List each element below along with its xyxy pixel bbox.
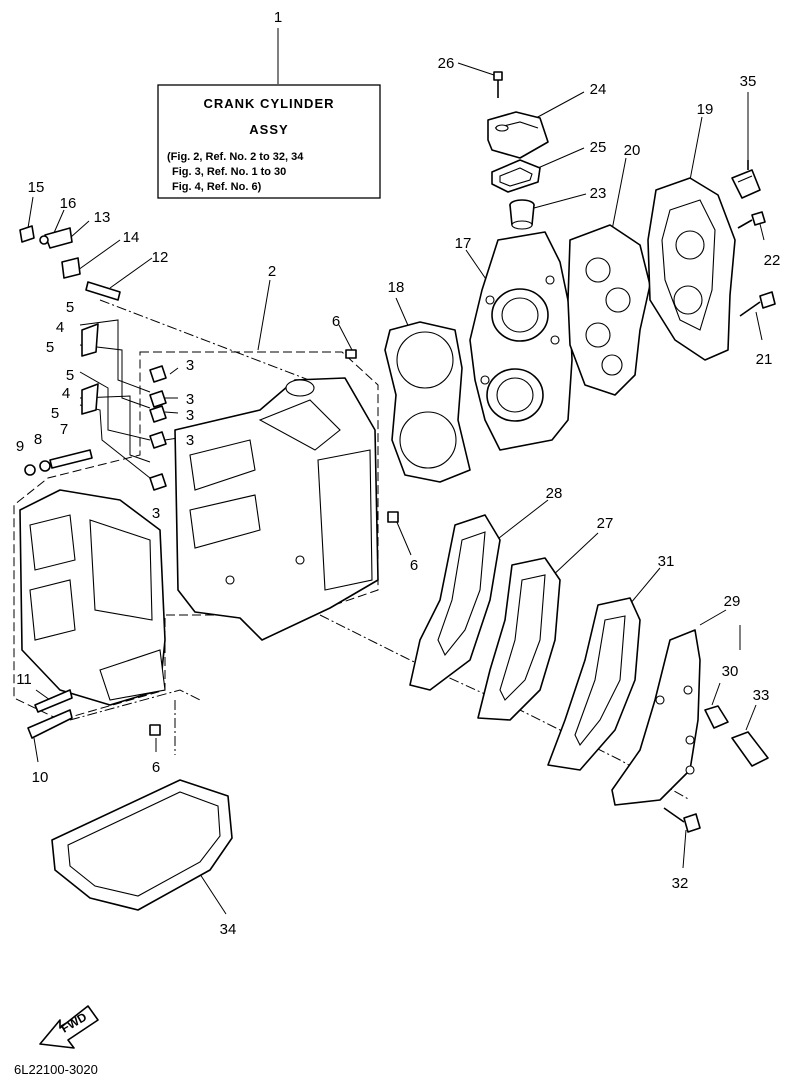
callout-label: 4 [56, 319, 64, 336]
small-fasteners [19, 225, 399, 739]
callout-label: 20 [624, 142, 641, 159]
title-line-1: CRANK CYLINDER [204, 96, 335, 111]
callout-label: 5 [46, 339, 54, 356]
callout-label: 19 [697, 101, 714, 118]
callout-label: 18 [388, 279, 405, 296]
cover-gasket [491, 159, 541, 193]
callout-label: 29 [724, 593, 741, 610]
bolt-32 [663, 807, 701, 833]
callout-label: 33 [753, 687, 770, 704]
callout-label: 17 [455, 235, 472, 252]
callout-label: 1 [274, 9, 282, 26]
callout-label: 27 [597, 515, 614, 532]
ref-line-2: Fig. 3, Ref. No. 1 to 30 [172, 166, 286, 178]
callout-label: 6 [152, 759, 160, 776]
callout-labels: 1 26 24 35 19 25 20 23 15 16 13 14 12 17… [16, 9, 781, 938]
callout-label: 15 [28, 179, 45, 196]
callout-label: 25 [590, 139, 607, 156]
callout-label: 3 [186, 357, 194, 374]
callout-label: 9 [16, 438, 24, 455]
head-gasket [384, 321, 471, 483]
callout-label: 8 [34, 431, 42, 448]
cylinder-head [469, 231, 573, 451]
temperature-sensor [731, 160, 761, 199]
assembly-title-box: CRANK CYLINDER ASSY (Fig. 2, Ref. No. 2 … [157, 84, 381, 199]
callout-label: 26 [438, 55, 455, 72]
callout-label: 14 [123, 229, 140, 246]
callout-label: 34 [220, 921, 237, 938]
callout-label: 4 [62, 385, 70, 402]
callout-label: 3 [186, 391, 194, 408]
callout-label: 32 [672, 875, 689, 892]
ref-line-1: (Fig. 2, Ref. No. 2 to 32, 34 [167, 151, 304, 163]
callout-label: 28 [546, 485, 563, 502]
callout-label: 7 [60, 421, 68, 438]
cover-plate-gasket [567, 224, 651, 396]
crankcase-half [19, 489, 166, 706]
callout-label: 6 [332, 313, 340, 330]
thermostat [509, 199, 535, 230]
callout-label: 31 [658, 553, 675, 570]
callout-label: 5 [51, 405, 59, 422]
callout-label: 3 [152, 505, 160, 522]
callout-label: 3 [186, 432, 194, 449]
callout-label: 21 [756, 351, 773, 368]
callout-label: 6 [410, 557, 418, 574]
callout-label: 11 [16, 671, 32, 688]
callout-label: 5 [66, 367, 74, 384]
callout-label: 13 [94, 209, 111, 226]
forward-direction-arrow: FWD [39, 1005, 99, 1049]
callout-label: 2 [268, 263, 276, 280]
bolt-21 [739, 291, 776, 317]
base-gasket [51, 779, 233, 911]
callout-label: 24 [590, 81, 607, 98]
thermostat-cover [487, 71, 549, 159]
head-cover-plate [647, 177, 736, 361]
exhaust-inner-cover [477, 557, 561, 721]
callout-label: 3 [186, 407, 194, 424]
grommet-30 [704, 705, 729, 729]
callout-label: 5 [66, 299, 74, 316]
exhaust-inner-gasket [409, 514, 501, 691]
exhaust-outer-cover [611, 629, 701, 806]
exhaust-outer-gasket [547, 597, 641, 771]
callout-label: 22 [764, 252, 781, 269]
title-line-2: ASSY [249, 122, 288, 137]
callout-label: 12 [152, 249, 169, 266]
callout-label: 16 [60, 195, 77, 212]
callout-label: 30 [722, 663, 739, 680]
bolt-22 [737, 211, 766, 229]
collar-33 [731, 731, 769, 767]
ref-line-3: Fig. 4, Ref. No. 6) [172, 181, 262, 193]
callout-label: 23 [590, 185, 607, 202]
drawing-code: 6L22100-3020 [14, 1062, 98, 1077]
callout-label: 10 [32, 769, 49, 786]
crankcase-cylinder-block [174, 377, 379, 641]
callout-label: 35 [740, 73, 757, 90]
